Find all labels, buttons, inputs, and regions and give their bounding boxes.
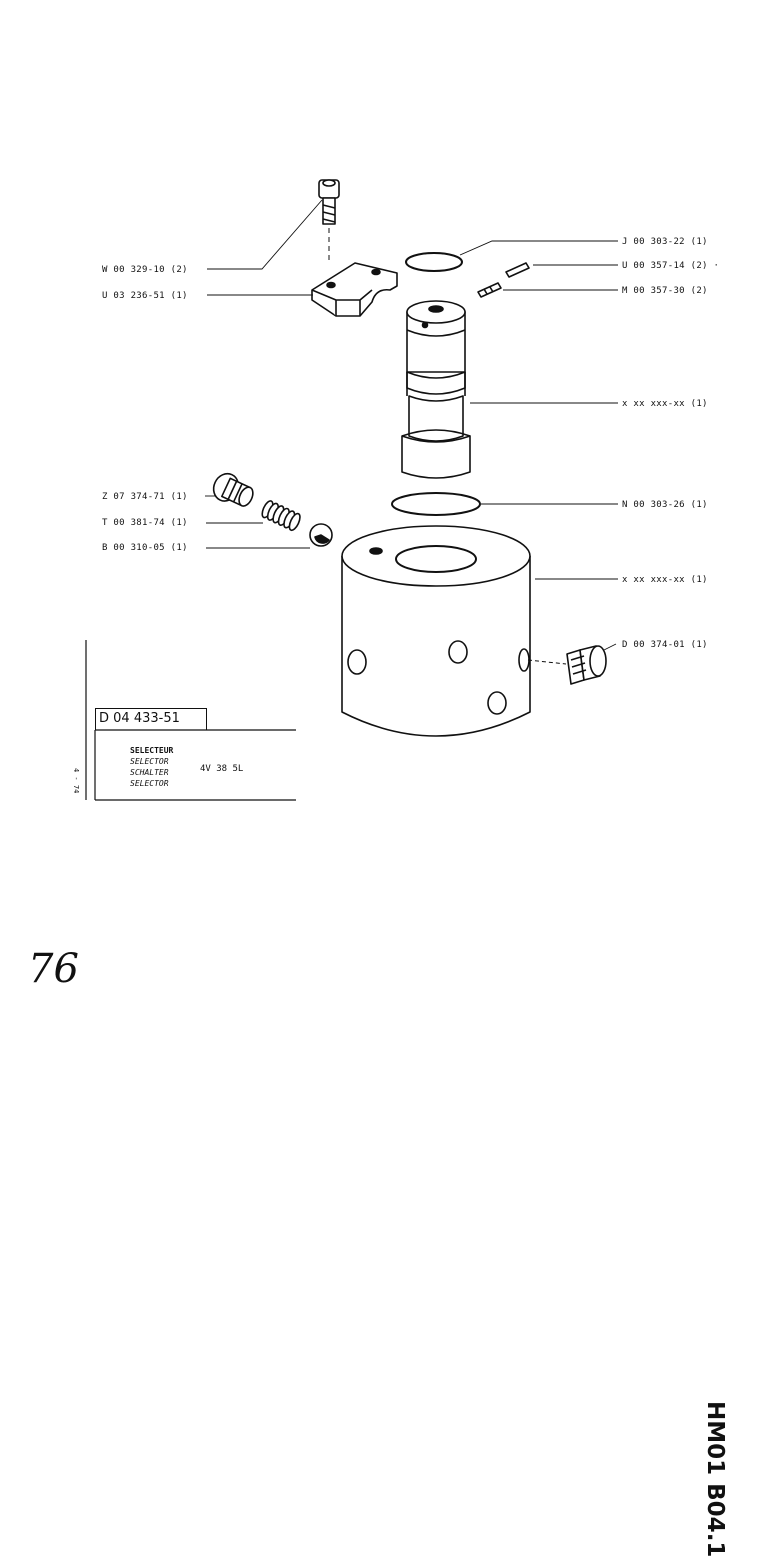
part-name-spanish: SELECTOR (130, 779, 169, 788)
leader-lines (205, 199, 618, 651)
valve-housing (341, 525, 531, 737)
threaded-plug (212, 472, 254, 507)
part-label-w00: W 00 329-10 (2) (102, 265, 188, 275)
part-label-b00: B 00 310-05 (1) (102, 543, 188, 553)
check-ball (309, 523, 333, 547)
part-label-spool: x xx xxx-xx (1) (622, 399, 708, 409)
o-ring-small (405, 252, 463, 272)
dowel-pin-u00 (505, 262, 530, 278)
part-label-housing: x xx xxx-xx (1) (622, 575, 708, 585)
clamp-bracket (311, 262, 398, 317)
part-name-german: SCHALTER (130, 768, 169, 777)
part-label-u03: U 03 236-51 (1) (102, 291, 188, 301)
part-label-t00: T 00 381-74 (1) (102, 518, 188, 528)
drain-plug (566, 645, 607, 685)
part-name-english: SELECTOR (130, 757, 169, 766)
part-label-z07: Z 07 374-71 (1) (102, 492, 188, 502)
part-label-d00: D 00 374-01 (1) (622, 640, 708, 650)
dowel-pin-m00 (477, 282, 502, 298)
part-name-french: SELECTEUR (130, 746, 174, 755)
document-side-code: HM01 B04.1 (702, 1401, 728, 1558)
selector-spool (401, 300, 471, 479)
part-label-m00: M 00 357-30 (2) (622, 286, 708, 296)
title-block-frame (85, 640, 296, 801)
cap-screw (318, 179, 340, 225)
compression-spring (261, 500, 301, 532)
model-designation: 4V 38 5L (200, 764, 244, 774)
page-number: 76 (28, 946, 79, 992)
drawing-number: D 04 433-51 (99, 711, 180, 726)
part-label-j00: J 00 303-22 (1) (622, 237, 708, 247)
date-code: 4 - 74 (72, 768, 80, 794)
exploded-parts-diagram (85, 179, 618, 801)
part-label-u00: U 00 357-14 (2) · (622, 261, 720, 271)
o-ring-large (391, 492, 481, 516)
drawing-number-box (95, 708, 207, 730)
part-label-n00: N 00 303-26 (1) (622, 500, 708, 510)
